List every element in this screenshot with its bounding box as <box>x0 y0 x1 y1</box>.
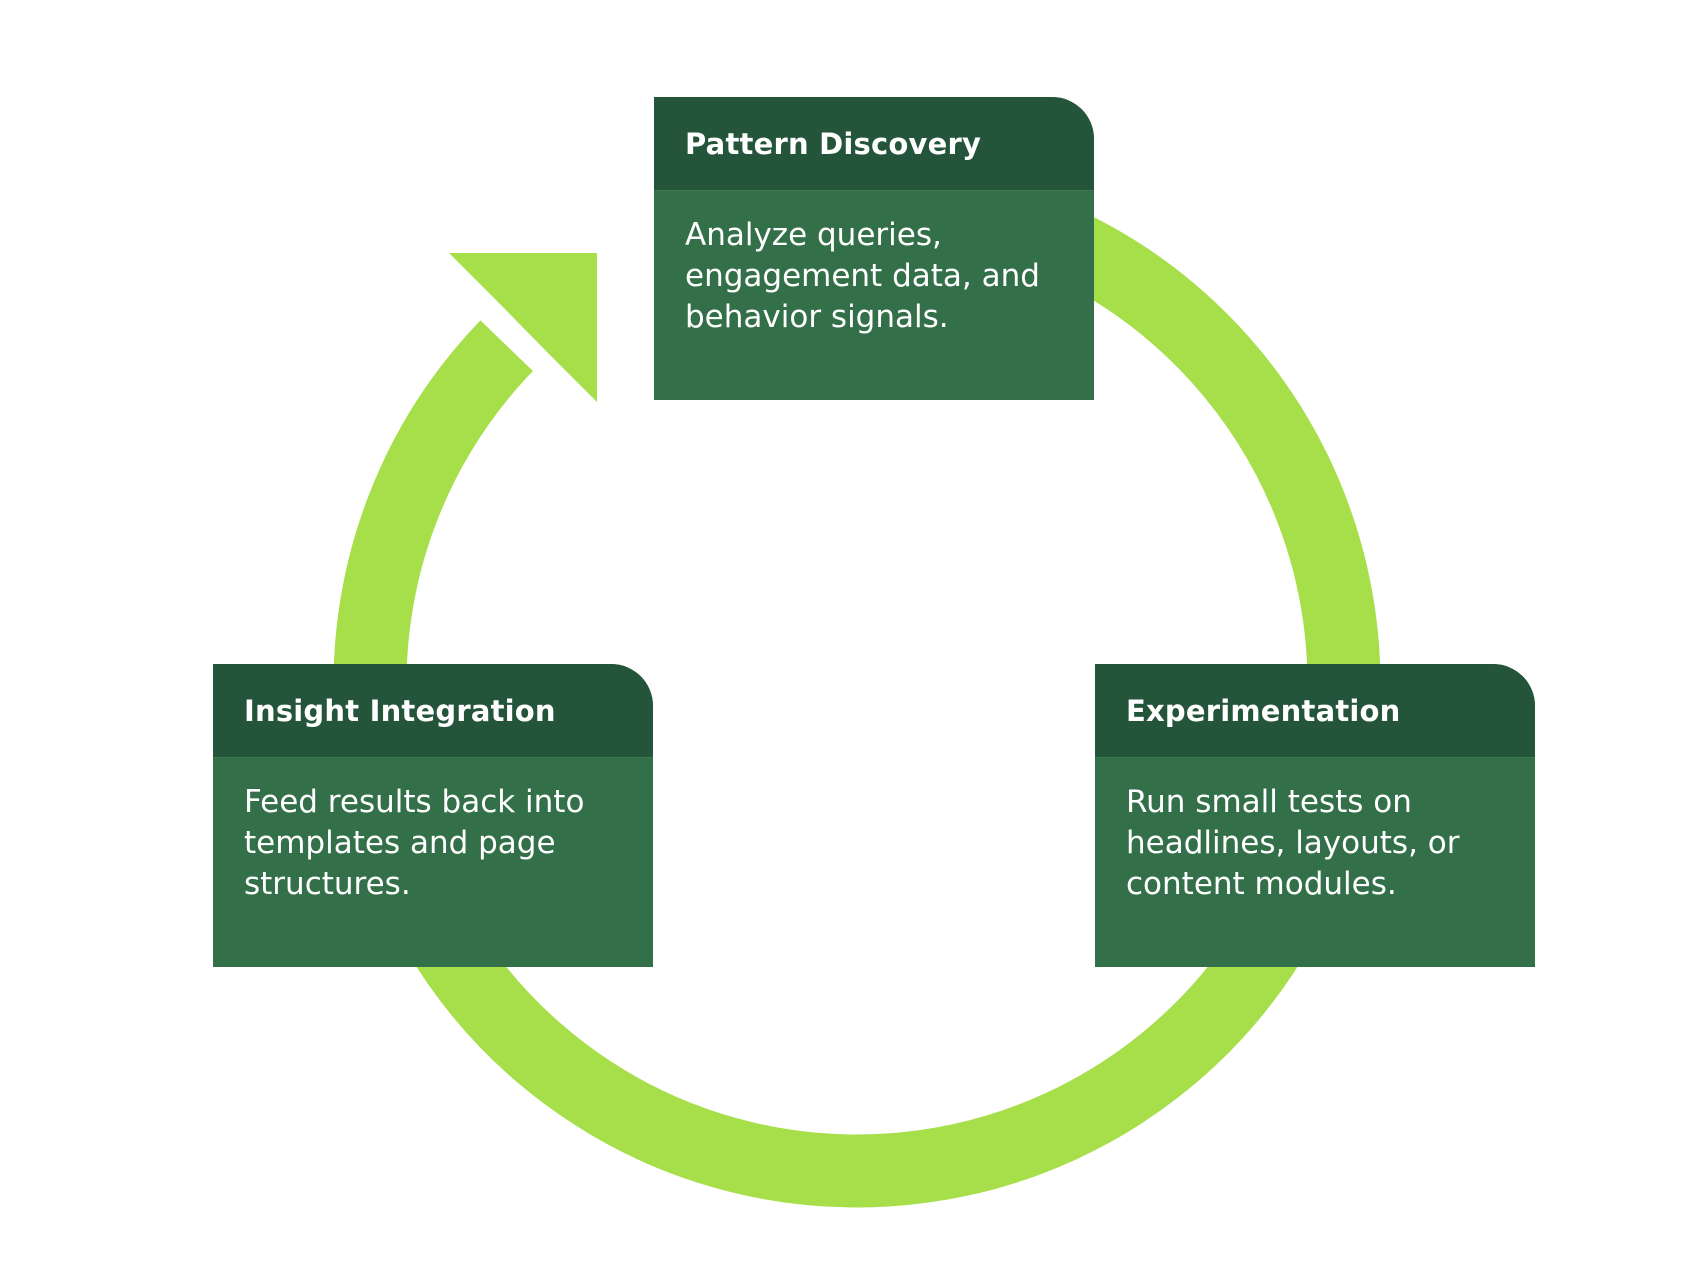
step-card-pattern-discovery: Pattern Discovery Analyze queries, engag… <box>654 97 1094 400</box>
step-card-insight-integration: Insight Integration Feed results back in… <box>213 664 653 967</box>
step-title: Insight Integration <box>244 693 556 728</box>
step-card-header: Insight Integration <box>213 664 653 758</box>
step-description: Analyze queries, engagement data, and be… <box>685 217 1040 335</box>
cycle-arrowhead-icon <box>449 253 597 402</box>
step-card-header: Pattern Discovery <box>654 97 1094 191</box>
step-title: Experimentation <box>1126 693 1401 728</box>
step-card-experimentation: Experimentation Run small tests on headl… <box>1095 664 1535 967</box>
step-description: Feed results back into templates and pag… <box>244 784 585 902</box>
step-card-header: Experimentation <box>1095 664 1535 758</box>
step-title: Pattern Discovery <box>685 126 982 161</box>
step-description: Run small tests on headlines, layouts, o… <box>1126 784 1460 902</box>
